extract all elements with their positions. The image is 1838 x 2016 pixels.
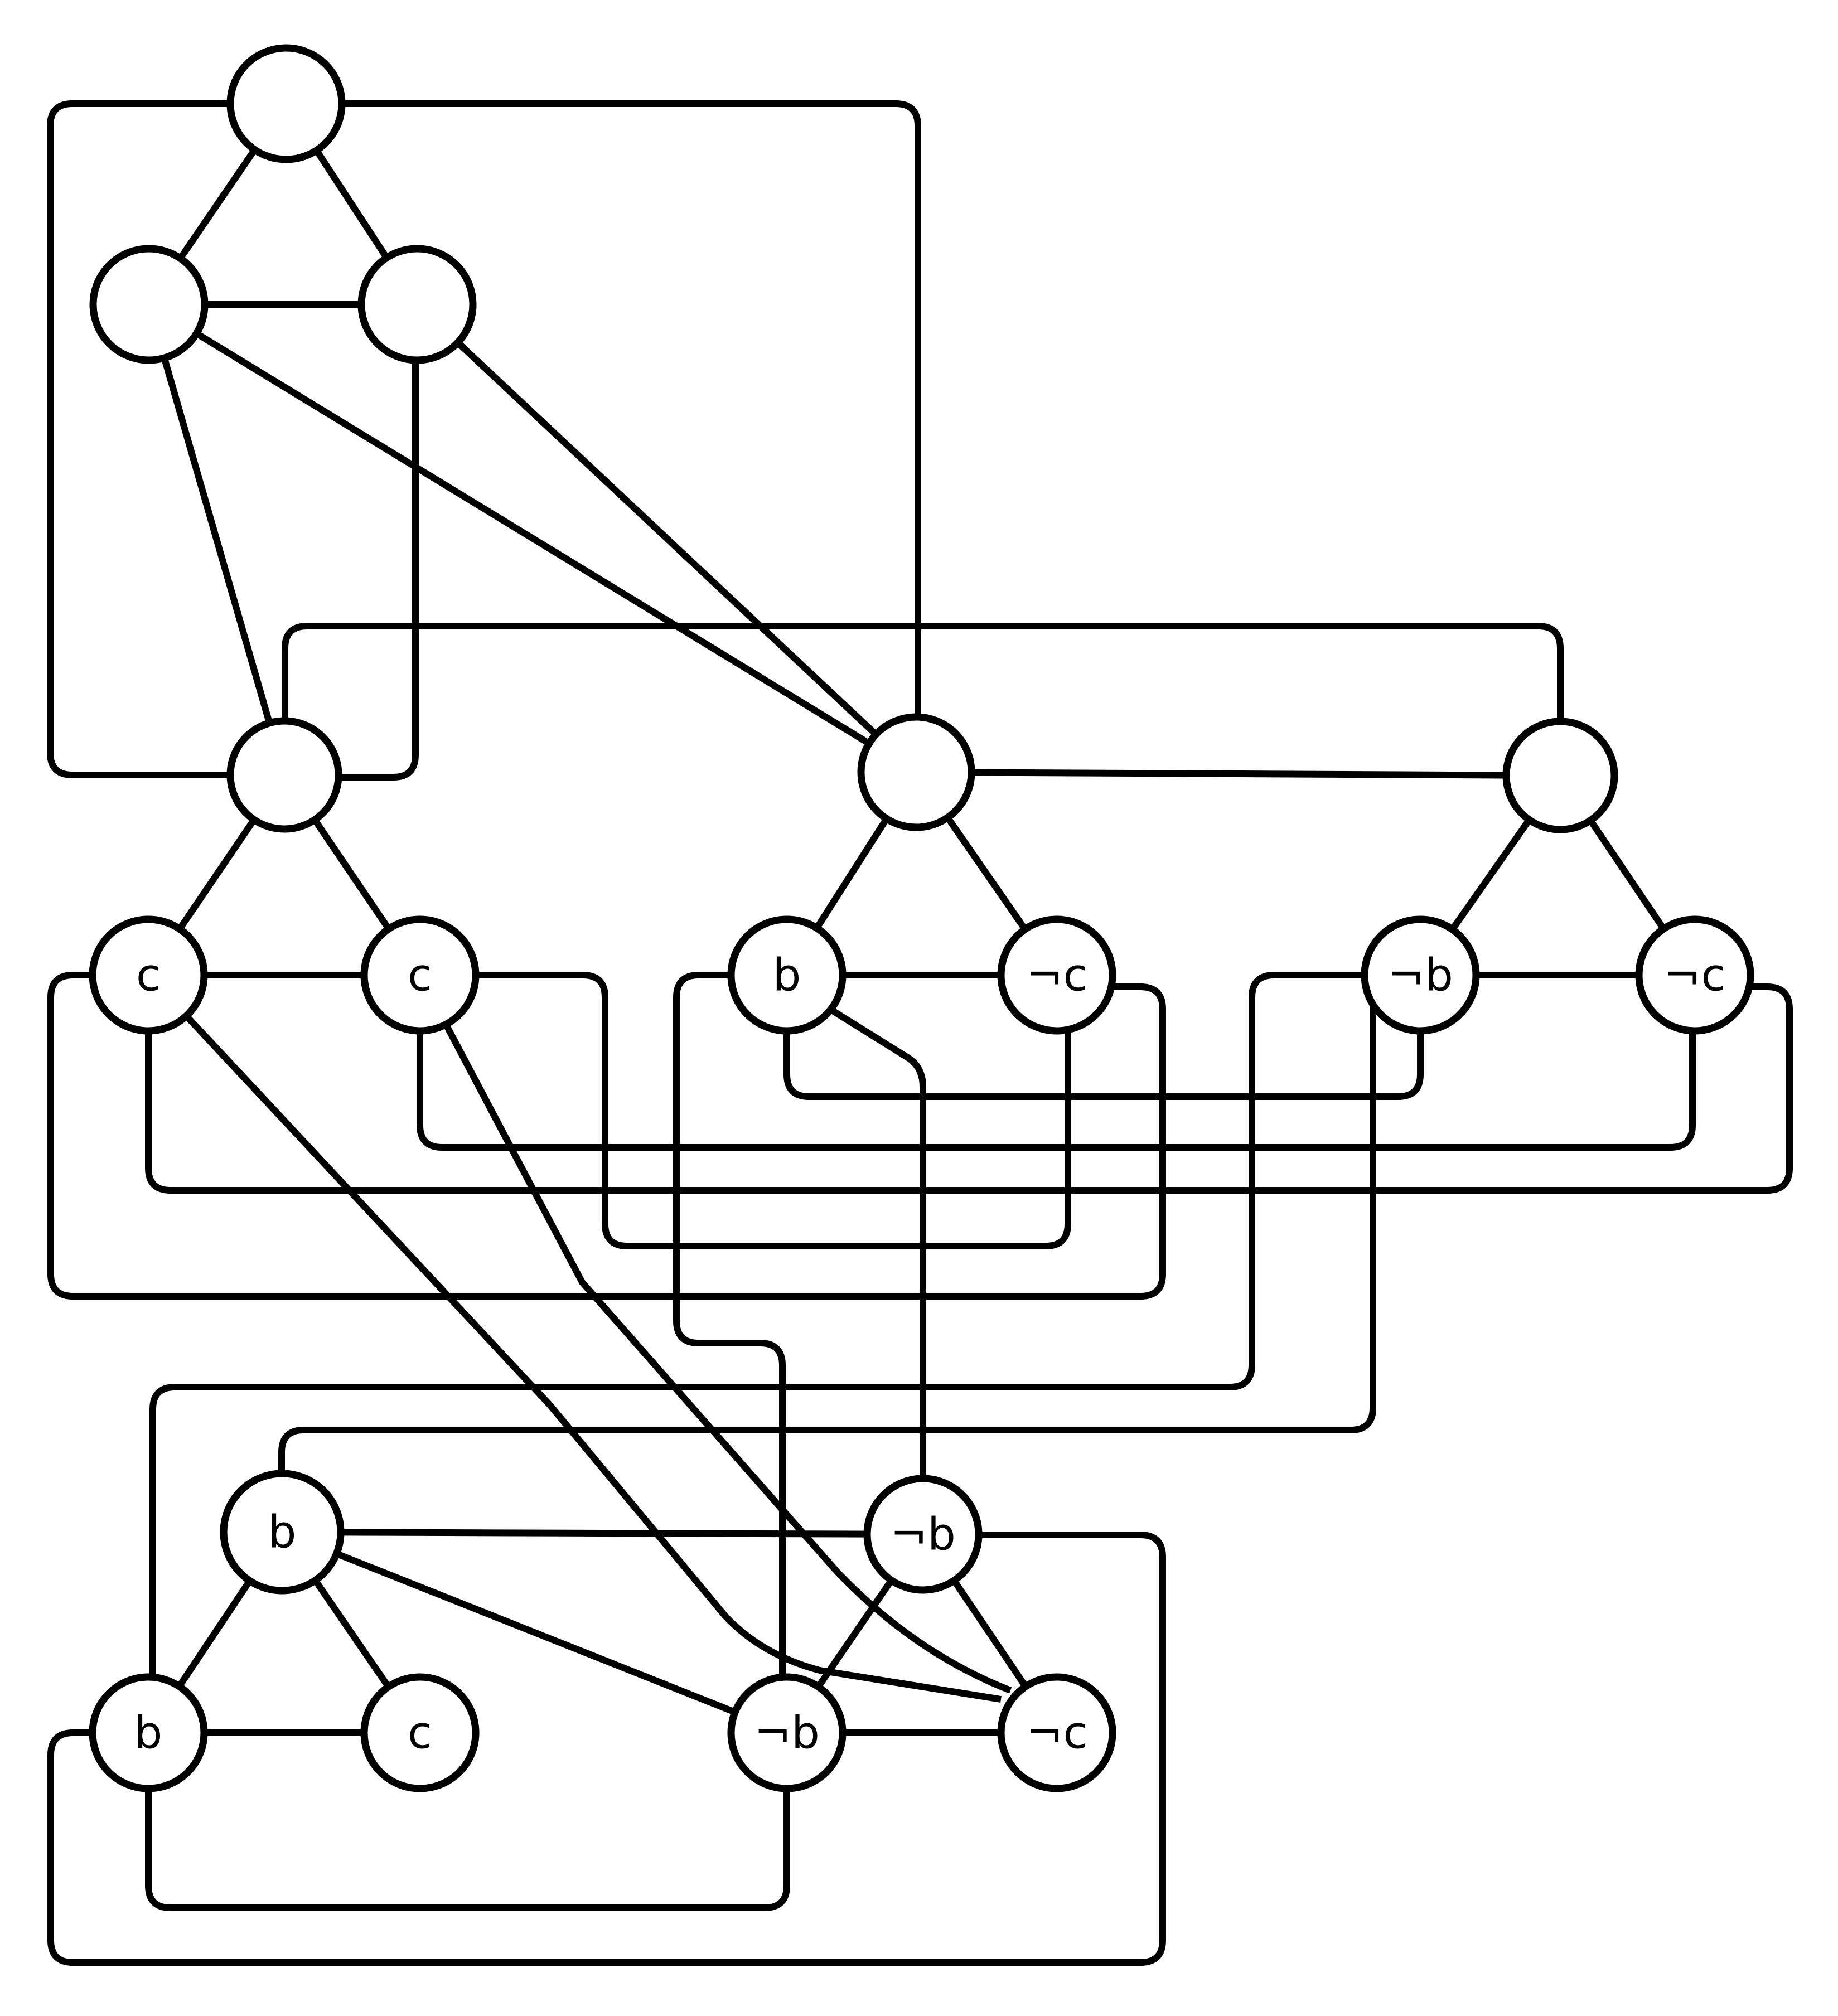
node-right2 bbox=[357, 245, 477, 364]
node-c1 bbox=[89, 915, 208, 1035]
node-parentL bbox=[226, 717, 342, 833]
node-b-mid bbox=[727, 915, 847, 1035]
node-top bbox=[226, 44, 346, 163]
node-notc3 bbox=[997, 1673, 1116, 1792]
edge-left2-parentM bbox=[147, 301, 918, 776]
node-b2 bbox=[89, 1673, 208, 1792]
node-label-b1: b bbox=[268, 1506, 297, 1558]
edge-c2-notcright-route bbox=[417, 1031, 1696, 1151]
edge-notbmid-b2-route bbox=[149, 972, 1365, 1677]
node-label-c3: c bbox=[408, 1707, 432, 1759]
edge-right2-parentL-route bbox=[284, 304, 419, 781]
edge-c2-notcmid-route bbox=[476, 972, 1071, 1249]
edge-top-parentL-route bbox=[47, 100, 284, 778]
node-left2 bbox=[89, 245, 209, 364]
node-notb-mid bbox=[1361, 915, 1480, 1035]
edge-bmid-notbmid-route bbox=[783, 1031, 1424, 1100]
node-label-notb-mid: ¬b bbox=[1387, 949, 1453, 1001]
edge-notbmid-b1-route bbox=[278, 1004, 1376, 1474]
edge-c1-notcright-route bbox=[145, 983, 1793, 1194]
edge-b1-notb3 bbox=[282, 1529, 923, 1538]
nodes-layer: c c b ¬c ¬b ¬c b ¬b b c ¬b ¬c bbox=[89, 44, 1754, 1792]
edge-bmid-notb4-route bbox=[673, 972, 786, 1677]
node-label-notc-right: ¬c bbox=[1663, 949, 1725, 1001]
edge-b1-notb4 bbox=[280, 1529, 789, 1736]
edge-right2-parentM bbox=[414, 302, 919, 775]
node-notc-right bbox=[1635, 915, 1754, 1035]
node-parentR bbox=[1502, 718, 1618, 833]
node-label-c2: c bbox=[408, 949, 432, 1001]
node-parentM bbox=[857, 713, 975, 831]
node-label-notb3: ¬b bbox=[890, 1509, 956, 1561]
edge-parentM-parentR bbox=[916, 769, 1561, 779]
node-notc-mid bbox=[997, 915, 1116, 1035]
node-notb3 bbox=[863, 1475, 983, 1594]
node-c2 bbox=[360, 915, 480, 1035]
node-label-notc-mid: ¬c bbox=[1026, 949, 1087, 1001]
node-label-b-mid: b bbox=[773, 949, 801, 1001]
edge-left2-parentL bbox=[146, 303, 288, 776]
node-label-c1: c bbox=[136, 949, 161, 1001]
edge-parentL-parentR-route bbox=[282, 623, 1564, 776]
node-b1 bbox=[220, 1470, 345, 1595]
edge-b2-notb3-route bbox=[47, 1532, 1166, 1966]
node-notb4 bbox=[727, 1673, 847, 1792]
edge-b2-notb4-route bbox=[145, 1789, 790, 1911]
node-label-notb4: ¬b bbox=[754, 1707, 820, 1759]
edge-c1-notc3-route bbox=[183, 1013, 1002, 1703]
node-c3 bbox=[360, 1673, 480, 1792]
edge-c2-notc3-route bbox=[443, 1023, 1012, 1694]
edge-top-parentM-route bbox=[342, 100, 921, 717]
node-label-b2: b bbox=[134, 1707, 163, 1759]
node-label-notc3: ¬c bbox=[1026, 1707, 1087, 1759]
edge-c1-notcmid-route bbox=[47, 972, 1166, 1300]
edge-bmid-notb3-route bbox=[829, 1006, 926, 1479]
edges-layer bbox=[47, 100, 1793, 1966]
